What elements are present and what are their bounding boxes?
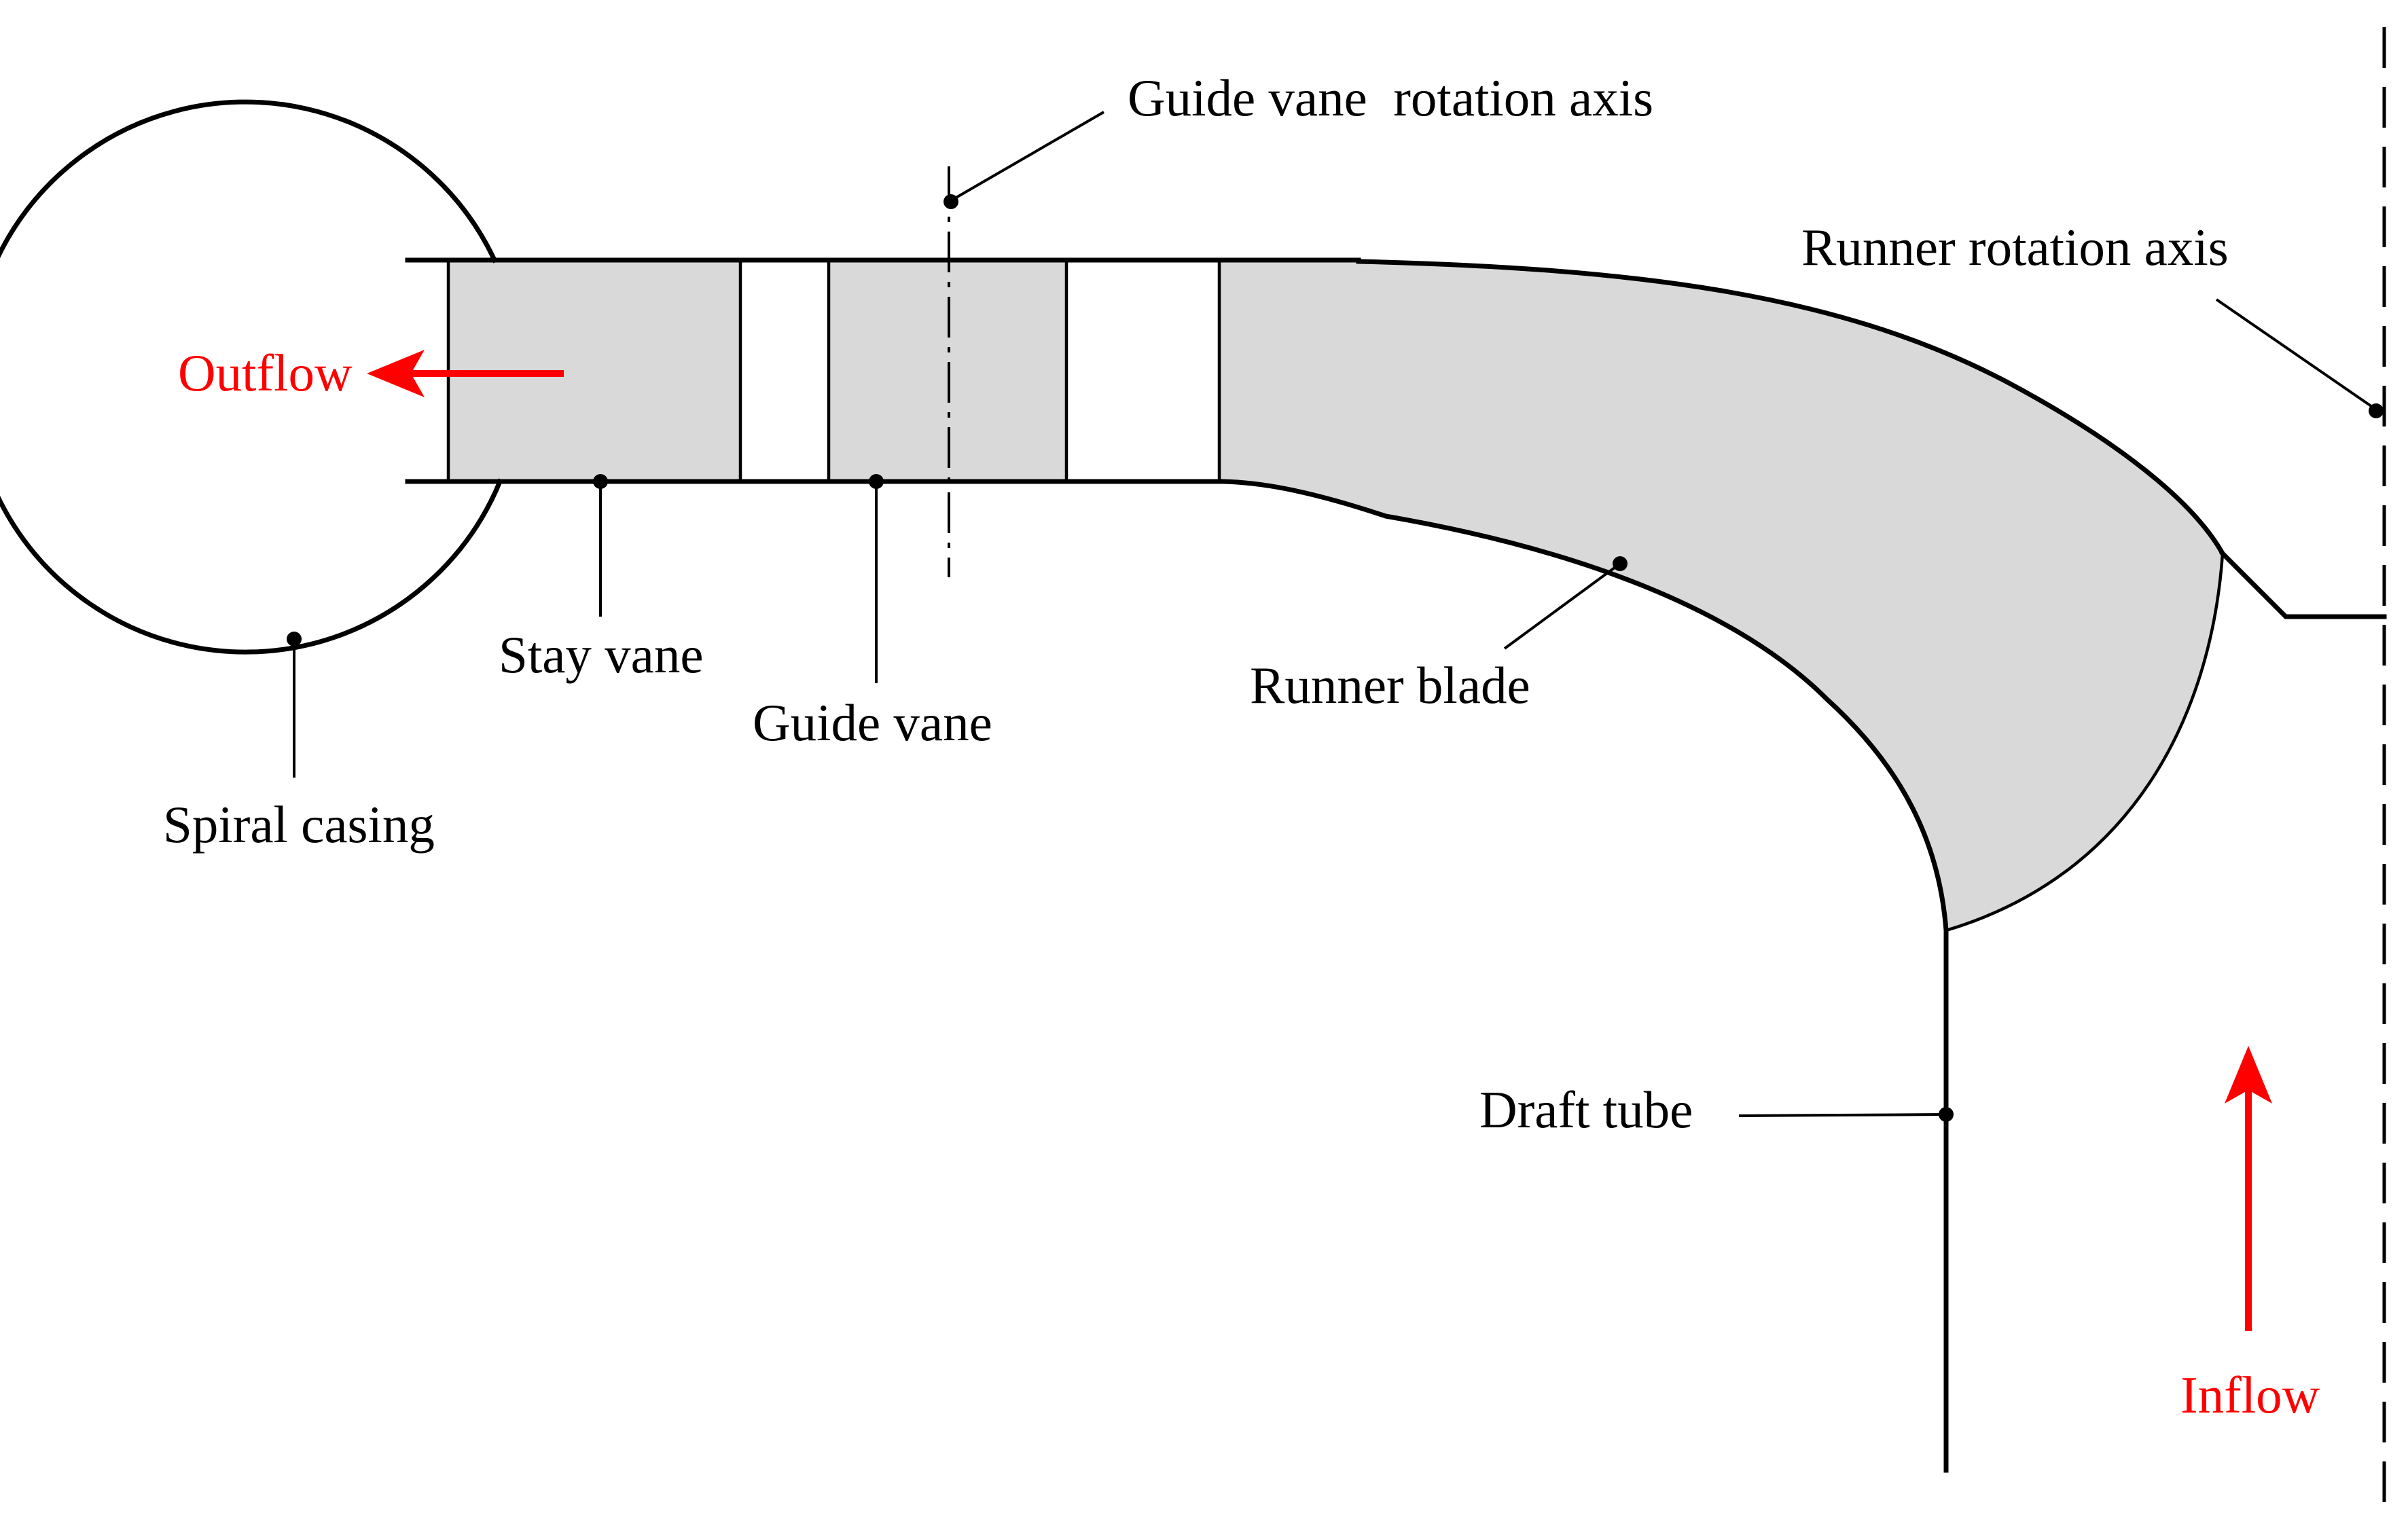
runner-axis-label: Runner rotation axis — [1801, 218, 2229, 276]
leader-lines — [287, 111, 2384, 1122]
inflow-arrow — [2225, 1046, 2272, 1331]
spiral-casing-label: Spiral casing — [163, 795, 435, 854]
vane-separators — [446, 260, 1221, 481]
draft-tube-label: Draft tube — [1479, 1080, 1693, 1139]
runner-region — [1219, 260, 2223, 930]
inflow-label: Inflow — [2180, 1366, 2320, 1424]
guide-vane-label: Guide vane — [753, 693, 992, 752]
spiral-casing-outline — [0, 99, 503, 655]
guide-vane-axis-label: Guide vane rotation axis — [1128, 69, 1653, 127]
runner-hub-line — [2219, 550, 2387, 619]
outflow-label: Outflow — [178, 344, 353, 402]
runner-shroud-curve — [1356, 259, 2226, 557]
runner-hub-curve — [1220, 479, 1949, 967]
runner-outlet-curve — [1945, 553, 2225, 932]
shaded-regions — [448, 260, 2223, 930]
runner-blade-label: Runner blade — [1250, 656, 1530, 714]
outflow-arrow — [367, 350, 564, 397]
stay-vane-label: Stay vane — [499, 625, 704, 684]
